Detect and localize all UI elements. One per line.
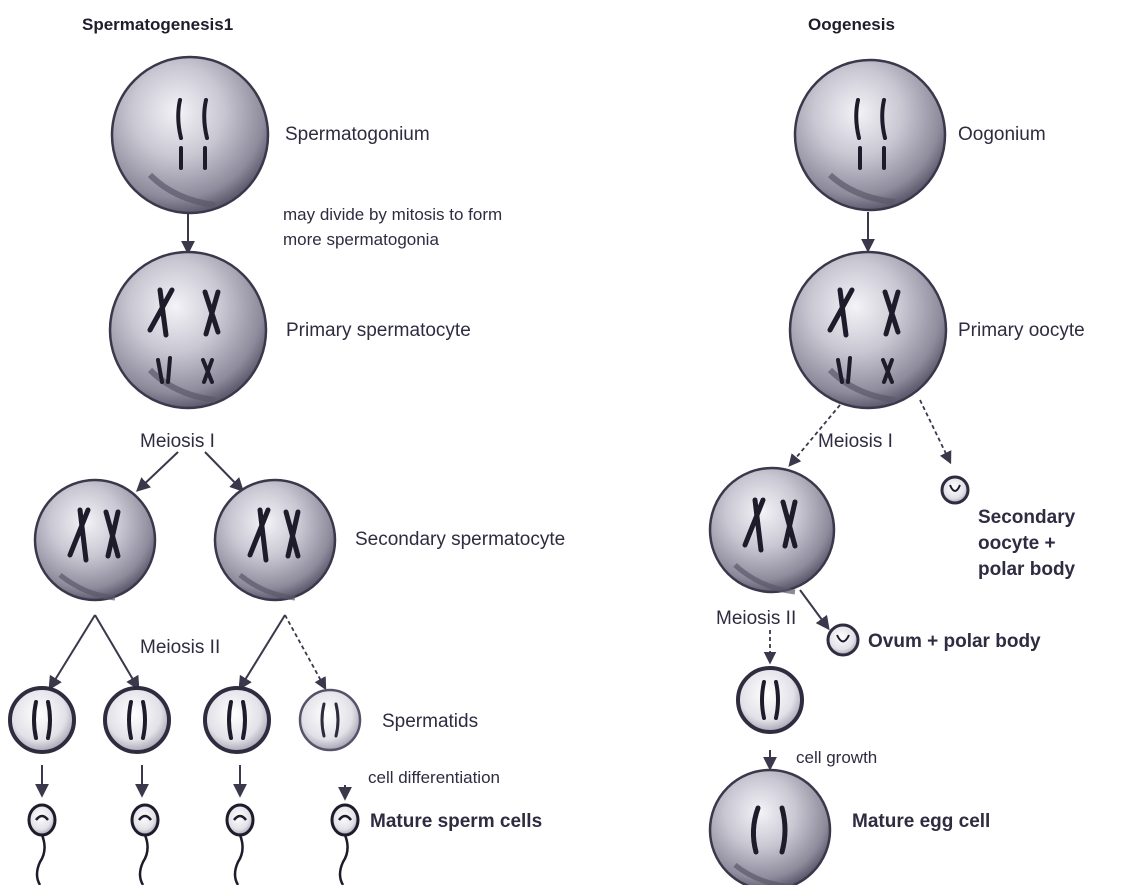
polar-body-1: [942, 477, 968, 503]
mitosis-note-line1: may divide by mitosis to form: [283, 205, 502, 224]
secondary-spermatocyte-label: Secondary spermatocyte: [355, 529, 565, 550]
arrow-meiosis2-b: [95, 615, 138, 688]
polar-body-2: [828, 625, 858, 655]
sperm-meiosis1-label: Meiosis I: [140, 431, 215, 452]
primary-oocyte-cell: [790, 252, 946, 408]
spermatid-cell-4: [300, 690, 360, 750]
oogonium-cell: [795, 60, 945, 210]
oo-meiosis1-label: Meiosis I: [818, 431, 893, 452]
primary-spermatocyte-label: Primary spermatocyte: [286, 320, 471, 341]
spermatid-cell-2: [105, 688, 169, 752]
arrow-meiosis2-d: [285, 615, 325, 688]
differentiation-label: cell differentiation: [368, 768, 500, 787]
oogenesis-title: Oogenesis: [808, 15, 895, 34]
mature-sperm-label: Mature sperm cells: [370, 811, 542, 832]
arrow-oo-meiosis1-right: [920, 400, 950, 462]
cell-growth-label: cell growth: [796, 748, 877, 767]
sperm-cell-3: [227, 805, 253, 885]
sperm-cell-4: [332, 805, 358, 885]
oo-meiosis2-label: Meiosis II: [716, 608, 796, 629]
arrow-meiosis2-c: [240, 615, 285, 688]
spermatogonium-cell: [112, 57, 268, 213]
sperm-meiosis2-label: Meiosis II: [140, 637, 220, 658]
oogonium-label: Oogonium: [958, 124, 1046, 145]
mature-egg-cell: [710, 770, 830, 885]
secondary-spermatocyte-cell-left: [35, 480, 155, 600]
secondary-oocyte-cell: [710, 468, 834, 592]
ovum-polar-label: Ovum + polar body: [868, 631, 1041, 652]
mature-egg-label: Mature egg cell: [852, 811, 990, 832]
primary-oocyte-label: Primary oocyte: [958, 320, 1085, 341]
secondary-oocyte-label-2: oocyte +: [978, 533, 1056, 554]
secondary-oocyte-label-1: Secondary: [978, 507, 1076, 528]
arrow-meiosis1-left: [138, 452, 178, 490]
primary-spermatocyte-cell: [110, 252, 266, 408]
spermatid-cell-1: [10, 688, 74, 752]
spermatogonium-label: Spermatogonium: [285, 124, 430, 145]
spermatids-label: Spermatids: [382, 711, 478, 732]
mitosis-note-line2: more spermatogonia: [283, 230, 439, 249]
secondary-oocyte-label-3: polar body: [978, 559, 1076, 580]
spermatid-cell-3: [205, 688, 269, 752]
spermatogenesis-title: Spermatogenesis1: [82, 15, 233, 34]
arrow-oo-meiosis2-polar: [800, 590, 828, 628]
arrow-meiosis2-a: [50, 615, 95, 688]
sperm-cell-1: [29, 805, 55, 885]
ovum-cell: [738, 668, 802, 732]
sperm-cell-2: [132, 805, 158, 885]
arrow-meiosis1-right: [205, 452, 242, 490]
secondary-spermatocyte-cell-right: [215, 480, 335, 600]
